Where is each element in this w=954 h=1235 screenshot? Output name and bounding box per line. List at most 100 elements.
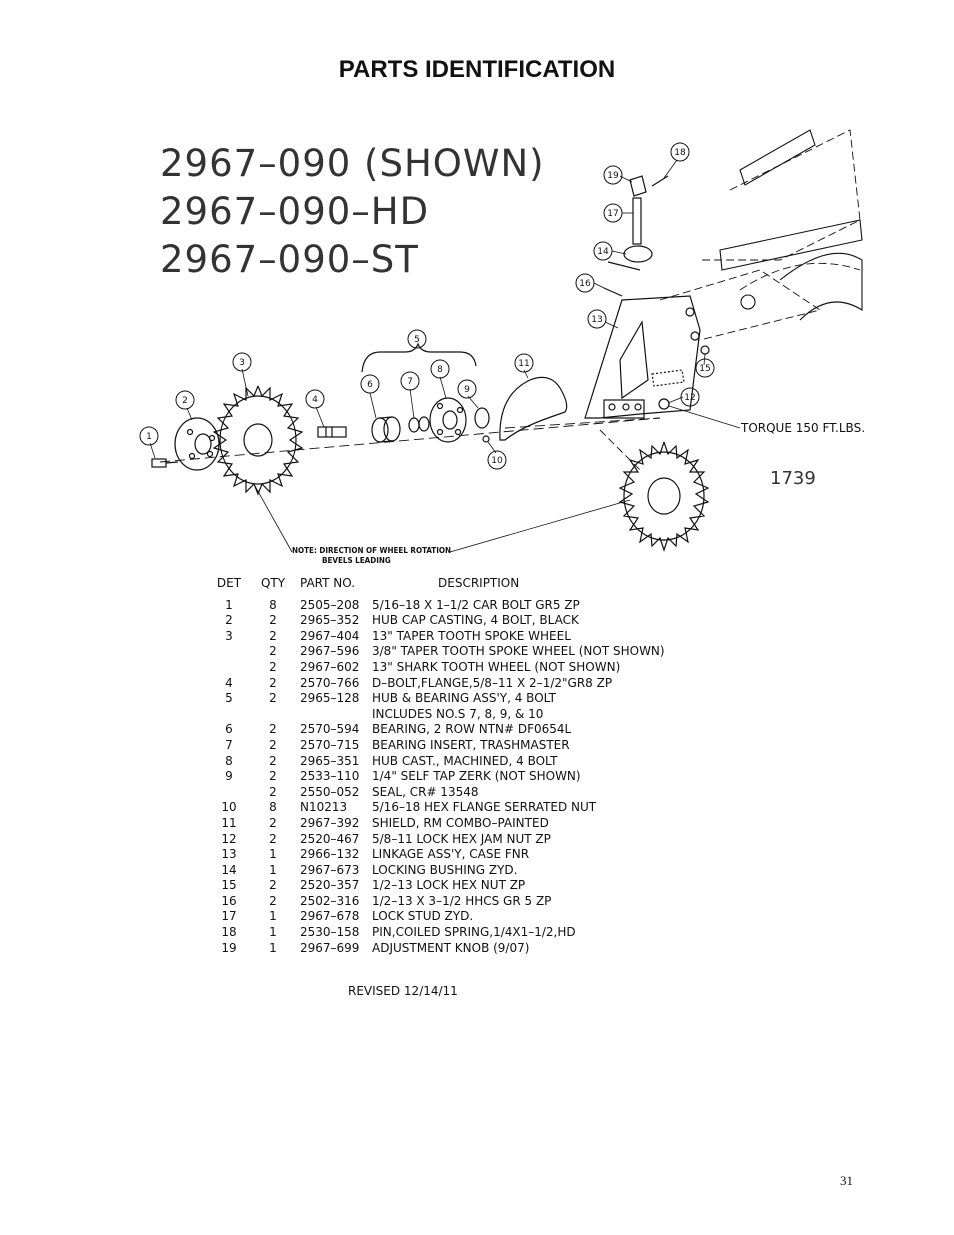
cell-description: BEARING, 2 ROW NTN# DF0654L	[372, 722, 572, 737]
cell-description: 13" SHARK TOOTH WHEEL (NOT SHOWN)	[372, 659, 621, 674]
header-det: DET	[216, 576, 242, 590]
cell-qty: 2	[269, 613, 277, 628]
cell-part-no: 2533–110	[300, 769, 360, 784]
callout-4: 4	[312, 395, 318, 405]
cell-qty: 2	[269, 893, 277, 908]
callout-14: 14	[597, 247, 609, 257]
callout-1: 1	[146, 432, 152, 442]
cell-qty: 2	[269, 628, 277, 643]
cell-part-no: N10213	[300, 800, 348, 815]
cell-det: 8	[225, 753, 233, 768]
header-qty: QTY	[260, 576, 286, 590]
callout-5: 5	[414, 335, 420, 345]
frame-outline	[599, 129, 861, 471]
cell-description: HUB CAST., MACHINED, 4 BOLT	[372, 753, 558, 768]
cell-det: 2	[225, 613, 233, 628]
cell-description: SHIELD, RM COMBO–PAINTED	[372, 815, 549, 830]
cell-part-no: 2530–158	[300, 925, 360, 940]
cell-part-no: 2966–132	[300, 847, 360, 862]
cell-qty: 2	[269, 737, 277, 752]
cell-description: SEAL, CR# 13548	[372, 784, 479, 799]
cell-qty: 2	[269, 659, 277, 674]
drawing-number: 1739	[770, 468, 816, 489]
cell-qty: 2	[269, 831, 277, 846]
d-bolt-part-4	[317, 426, 347, 438]
cell-description: 5/8–11 LOCK HEX JAM NUT ZP	[372, 831, 551, 846]
cell-part-no: 2967–699	[300, 940, 360, 955]
frame-structure	[719, 129, 863, 321]
seal-part-9	[474, 407, 490, 429]
rotation-note-line1: NOTE: DIRECTION OF WHEEL ROTATION	[292, 546, 452, 555]
callout-11: 11	[518, 359, 529, 369]
cell-part-no: 2965–351	[300, 753, 360, 768]
cell-qty: 8	[269, 800, 277, 815]
cell-description: LOCKING BUSHING ZYD.	[372, 862, 518, 877]
cell-qty: 2	[269, 769, 277, 784]
cell-det: 15	[221, 878, 237, 893]
revision-date: REVISED 12/14/11	[348, 984, 458, 998]
cell-description: 5/16–18 X 1–1/2 CAR BOLT GR5 ZP	[372, 597, 580, 612]
callout-7: 7	[407, 377, 413, 387]
cell-part-no: 2550–052	[300, 784, 360, 799]
callout-19: 19	[607, 171, 619, 181]
cell-description: 5/16–18 HEX FLANGE SERRATED NUT	[372, 800, 597, 815]
axle-centerline	[159, 417, 661, 463]
cell-part-no: 2505–208	[300, 597, 360, 612]
cell-qty: 2	[269, 784, 277, 799]
cell-qty: 1	[269, 925, 277, 940]
cell-det: 17	[221, 909, 237, 924]
cell-description: ADJUSTMENT KNOB (9/07)	[372, 940, 530, 955]
cell-qty: 1	[269, 847, 277, 862]
cell-qty: 1	[269, 940, 277, 955]
cell-qty: 2	[269, 644, 277, 659]
hub-cap-part-2	[174, 417, 220, 471]
shield-part-11	[499, 376, 568, 441]
cell-det: 11	[221, 815, 237, 830]
cell-part-no: 2965–128	[300, 691, 360, 706]
rotation-note-line2: BEVELS LEADING	[322, 556, 391, 565]
rotation-note: NOTE: DIRECTION OF WHEEL ROTATION BEVELS…	[292, 546, 451, 566]
callout-16: 16	[579, 279, 591, 289]
cell-det: 14	[221, 862, 237, 877]
cell-det: 13	[221, 847, 237, 862]
cell-description: LINKAGE ASS'Y, CASE FNR	[372, 847, 530, 862]
callout-15: 15	[699, 364, 710, 374]
cell-det: 9	[225, 769, 233, 784]
header-description: DESCRIPTION	[438, 576, 520, 590]
callout-18: 18	[674, 148, 686, 158]
callout-8: 8	[437, 365, 443, 375]
cell-det: 19	[221, 940, 237, 955]
cell-part-no: 2967–602	[300, 659, 360, 674]
callout-circles	[139, 142, 715, 470]
spring-pin-part-18	[651, 175, 669, 187]
spoke-wheel-mounted	[618, 441, 710, 552]
callout-2: 2	[182, 396, 188, 406]
torque-spec-label: TORQUE 150 FT.LBS.	[741, 421, 866, 435]
callout-17: 17	[607, 209, 618, 219]
cell-qty: 2	[269, 753, 277, 768]
lock-nut-part-15	[700, 345, 710, 355]
cell-description: LOCK STUD ZYD.	[372, 909, 474, 924]
locking-bushing-part-14	[623, 245, 653, 263]
hex-nut-part-10	[482, 435, 490, 443]
cell-description: INCLUDES NO.S 7, 8, 9, & 10	[372, 706, 544, 721]
cell-part-no: 2502–316	[300, 893, 360, 908]
cell-part-no: 2967–673	[300, 862, 360, 877]
callout-13: 13	[591, 315, 602, 325]
cell-description: PIN,COILED SPRING,1/4X1–1/2,HD	[372, 925, 576, 940]
cell-part-no: 2967–392	[300, 815, 360, 830]
adjustment-knob-part-19	[629, 175, 647, 197]
cell-part-no: 2570–594	[300, 722, 360, 737]
cell-det: 1	[225, 597, 233, 612]
cell-det: 6	[225, 722, 233, 737]
page-title: PARTS IDENTIFICATION	[338, 56, 616, 83]
linkage-assembly-part-13	[584, 295, 701, 419]
cell-det: 4	[225, 675, 233, 690]
cell-description: 1/4" SELF TAP ZERK (NOT SHOWN)	[372, 769, 581, 784]
cell-part-no: 2520–357	[300, 878, 360, 893]
bearing-insert-part-7	[408, 416, 430, 433]
callout-9: 9	[464, 385, 470, 395]
cell-det: 16	[221, 893, 237, 908]
callout-3: 3	[239, 358, 245, 368]
cell-det: 10	[221, 800, 237, 815]
